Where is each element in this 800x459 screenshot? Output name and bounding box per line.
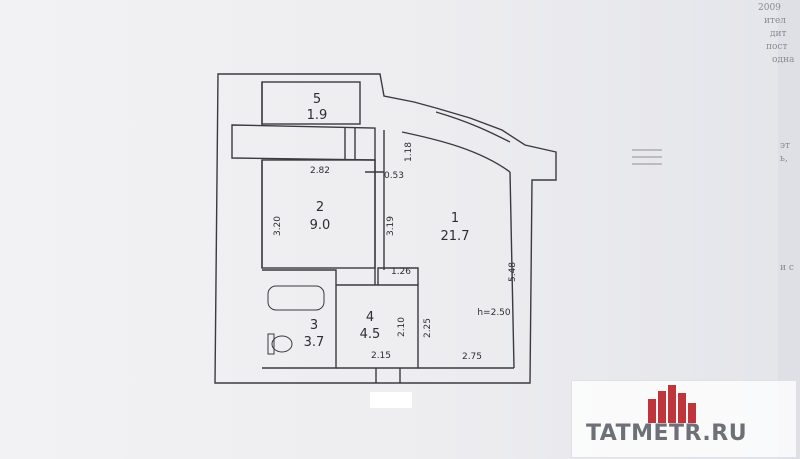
dim-room4-height: 2.10 <box>397 317 407 337</box>
dim-room2-width: 2.82 <box>310 166 330 176</box>
margin-text-lower-right: и с <box>780 263 794 273</box>
dim-wall-offset: 0.53 <box>384 171 404 181</box>
margin-text-mid-right: эт ь, <box>780 141 791 164</box>
dimension-labels: 2.82 3.20 1.18 0.53 3.19 5.48 1.26 h=2.5… <box>273 142 518 362</box>
room-2-area: 9.0 <box>310 218 331 233</box>
bathroom-fixtures <box>267 285 325 355</box>
room-4-area: 4.5 <box>360 327 381 342</box>
room-1-area: 21.7 <box>441 229 470 244</box>
room-3-area: 3.7 <box>304 335 325 350</box>
dim-room2-height: 3.20 <box>273 216 283 236</box>
redaction-patch <box>370 392 412 408</box>
room-2-number: 2 <box>316 200 324 215</box>
watermark-badge: TATMETR.RU <box>571 380 797 458</box>
bathtub-icon <box>267 285 325 311</box>
room-labels: 5 1.9 2 9.0 1 21.7 3 3.7 4 4.5 <box>304 92 470 350</box>
room-5-area: 1.9 <box>307 108 328 123</box>
paper-fold-shadow <box>778 0 800 459</box>
dim-room1-height: 5.48 <box>508 262 518 282</box>
room-1-number: 1 <box>451 211 459 226</box>
dim-room1-inner-height: 3.19 <box>386 216 396 236</box>
dim-room1-lower-height: 2.25 <box>423 318 433 338</box>
margin-text-top-right: 2009 ител дит пост одна <box>758 3 795 65</box>
dim-room1-lower-width: 2.75 <box>462 352 482 362</box>
dim-curve-wall: 1.18 <box>404 142 414 162</box>
sink-icon <box>267 333 275 355</box>
walls <box>214 73 557 384</box>
room-5-number: 5 <box>313 92 321 107</box>
dim-corridor-width: 1.26 <box>391 267 411 277</box>
room-3-number: 3 <box>310 318 318 333</box>
room-4-number: 4 <box>366 310 374 325</box>
watermark-text: TATMETR.RU <box>586 421 748 446</box>
right-margin-marks <box>632 149 662 165</box>
dim-room4-width: 2.15 <box>371 351 391 361</box>
building-logo-icon <box>648 385 696 423</box>
toilet-icon <box>271 335 293 353</box>
dim-ceiling-height: h=2.50 <box>477 308 511 318</box>
